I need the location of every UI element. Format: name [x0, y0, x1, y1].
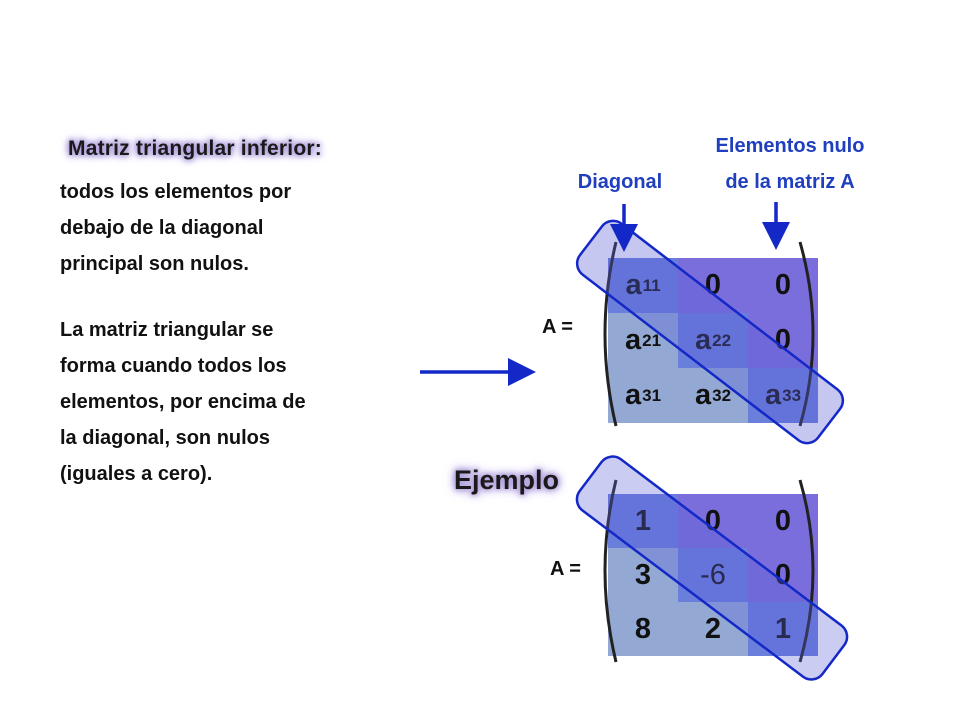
- matrix-cell-a23: 0: [748, 313, 818, 368]
- right-bracket: [798, 241, 815, 427]
- example-cell: 0: [748, 548, 818, 602]
- equation-label-bottom: A =: [550, 558, 581, 580]
- example-title: Ejemplo: [454, 465, 560, 495]
- paragraph-2-line: la diagonal, son nulos: [60, 427, 271, 449]
- paragraph-1-line: principal son nulos.: [60, 253, 249, 275]
- example-cell: 0: [678, 494, 748, 548]
- paragraph-2-line: (iguales a cero).: [60, 463, 213, 485]
- null-elements-label-line: de la matriz A: [725, 171, 855, 193]
- example-cell: 8: [608, 602, 678, 656]
- example-cell: 2: [678, 602, 748, 656]
- left-bracket: [603, 479, 618, 663]
- matrix-cell-a12: 0: [678, 258, 748, 313]
- paragraph-2-line: elementos, por encima de: [60, 391, 306, 413]
- diagonal-highlight: [575, 219, 845, 445]
- diagonal-highlight: [575, 455, 849, 681]
- paragraph-1: todos los elementos por debajo de la dia…: [60, 174, 291, 282]
- null-elements-label-line: Elementos nulo: [715, 135, 865, 157]
- heading: Matriz triangular inferior:: [68, 137, 322, 160]
- paragraph-2-line: La matriz triangular se: [60, 319, 274, 341]
- left-bracket: [603, 241, 618, 427]
- paragraph-1-line: todos los elementos por: [60, 181, 292, 203]
- null-elements-label: Elementos nulo de la matriz A: [680, 128, 900, 200]
- diagonal-label: Diagonal: [577, 171, 663, 193]
- paragraph-1-line: debajo de la diagonal: [60, 217, 264, 239]
- equation-label-top: A =: [542, 316, 573, 338]
- example-cell: -6: [678, 548, 748, 602]
- paragraph-2-line: forma cuando todos los: [60, 355, 287, 377]
- paragraph-2: La matriz triangular se forma cuando tod…: [60, 312, 306, 492]
- right-bracket: [798, 479, 815, 663]
